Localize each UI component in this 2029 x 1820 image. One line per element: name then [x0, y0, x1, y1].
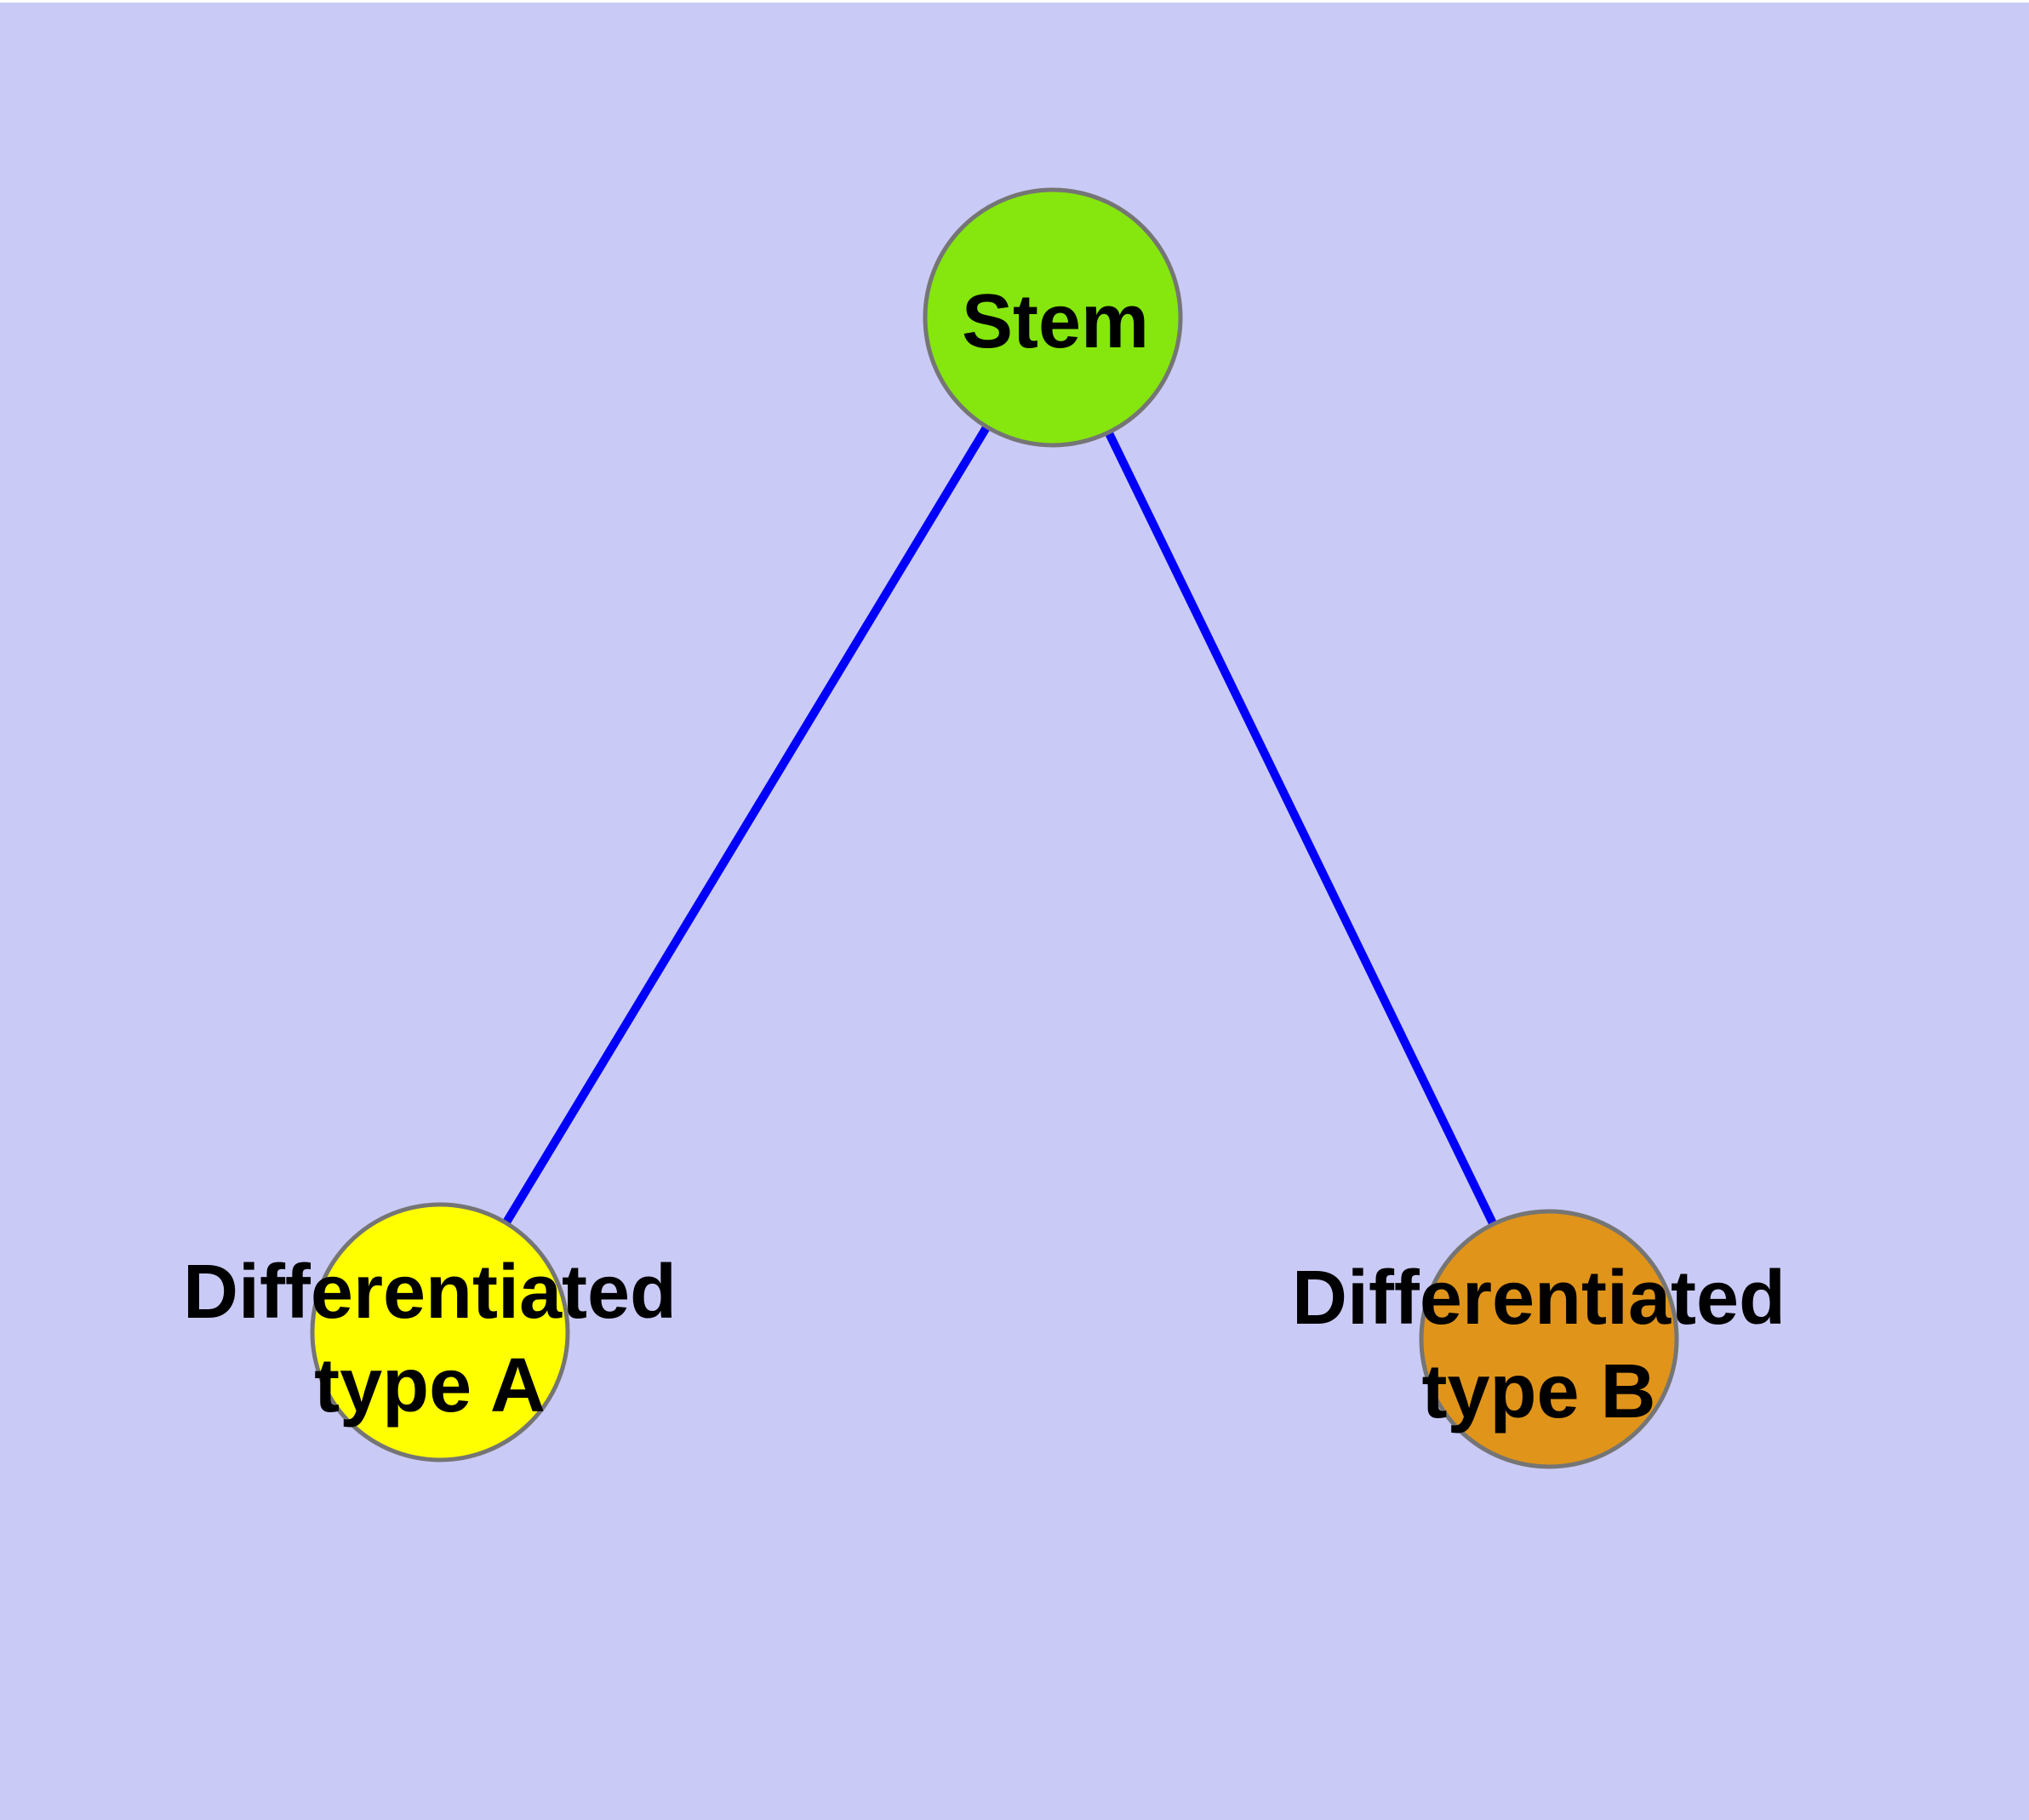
node-stem-label: Stem [962, 279, 1149, 364]
top-edge-highlight [0, 0, 2029, 3]
node-type-b-label-line1: Differentiated [1292, 1256, 1786, 1341]
edge-stem-to-type-a [436, 315, 1057, 1335]
node-type-b [1419, 1209, 1679, 1469]
node-type-a [310, 1202, 570, 1462]
node-type-a-label-line1: Differentiated [183, 1250, 677, 1335]
node-type-a-label-line2: type A [314, 1343, 546, 1428]
edge-stem-to-type-b [1049, 315, 1553, 1342]
node-stem [923, 187, 1183, 448]
node-type-b-label-line2: type B [1421, 1349, 1655, 1434]
